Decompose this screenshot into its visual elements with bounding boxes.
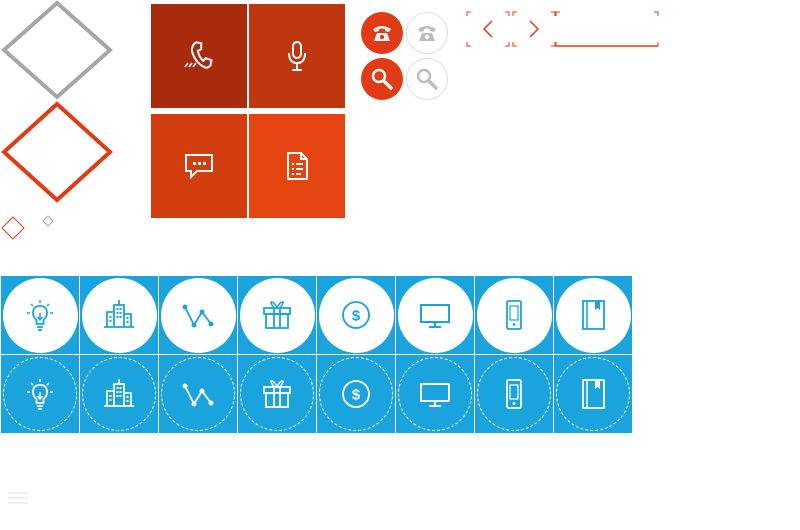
phone-device-icon [506,379,522,409]
chevron-right-icon [529,20,540,38]
dashed-circle-badge [3,357,77,431]
lightbulb-icon [27,300,53,331]
small-orange-diamond [1,216,25,240]
phone-icon [418,26,436,41]
phone-icon [184,41,213,69]
monitor-tile-dashed[interactable] [396,355,474,433]
circle-badge [397,277,473,353]
building-icon [104,379,134,407]
phone-device-tile-dashed[interactable] [475,355,553,433]
dashed-circle-badge [477,357,551,431]
circle-badge [2,277,78,353]
large-orange-diamond [1,101,113,203]
circle-badge [239,277,315,353]
line-graph-icon [182,383,214,407]
dollar-icon: $ [342,301,370,329]
gift-tile-dashed[interactable] [238,355,316,433]
chat-icon [185,154,213,180]
book-icon [582,379,605,409]
lightbulb-tile-solid[interactable] [1,276,79,354]
search-button-active[interactable] [361,58,403,100]
menu-line [8,497,28,499]
monitor-icon [420,304,450,328]
phone-button-inactive[interactable] [406,12,448,54]
gift-icon [263,301,291,329]
circle-badge [81,277,157,353]
book-tile-dashed[interactable] [554,355,632,433]
tile-phone[interactable] [151,4,247,108]
circle-badge: $ [318,277,394,353]
phone-button-active[interactable] [361,12,403,54]
monitor-tile-solid[interactable] [396,276,474,354]
lightbulb-tile-dashed[interactable] [1,355,79,433]
dashed-circle-badge: $ [319,357,393,431]
document-icon [287,152,308,180]
dashed-circle-badge [161,357,235,431]
previous-button[interactable] [466,11,510,47]
tile-document[interactable] [249,114,345,218]
building-tile-dashed[interactable] [80,355,158,433]
tile-microphone[interactable] [249,4,345,108]
large-gray-diamond [0,0,114,100]
phone-icon [373,26,391,41]
dollar-tile-dashed[interactable]: $ [317,355,395,433]
phone-device-tile-solid[interactable] [475,276,553,354]
hamburger-menu-icon[interactable] [8,490,28,506]
dashed-circle-badge [556,357,630,431]
book-tile-solid[interactable] [554,276,632,354]
phone-device-icon [506,300,522,330]
input-frame [555,11,659,47]
svg-text:$: $ [352,308,361,325]
svg-text:$: $ [352,387,361,404]
search-icon [416,68,438,90]
graph-tile-dashed[interactable] [159,355,237,433]
dashed-circle-badge [82,357,156,431]
building-icon [104,300,134,328]
monitor-icon [420,383,450,407]
microphone-icon [288,41,306,71]
dashed-circle-badge [240,357,314,431]
dashed-circle-badge [398,357,472,431]
menu-line [8,492,28,494]
chevron-left-icon [482,20,493,38]
search-button-inactive[interactable] [406,58,448,100]
circle-badge [555,277,631,353]
line-graph-icon [182,304,214,328]
tile-chat[interactable] [151,114,247,218]
circle-badge [476,277,552,353]
graph-tile-solid[interactable] [159,276,237,354]
text-input-field[interactable] [555,11,659,47]
gift-tile-solid[interactable] [238,276,316,354]
building-tile-solid[interactable] [80,276,158,354]
dollar-icon: $ [342,380,370,408]
book-icon [582,300,605,330]
dollar-tile-solid[interactable]: $ [317,276,395,354]
tiny-gray-diamond [42,215,54,227]
lightbulb-icon [27,379,53,410]
next-button[interactable] [512,11,556,47]
search-icon [371,68,393,90]
circle-badge [160,277,236,353]
menu-line [8,502,28,504]
diamond-outlines [0,0,114,240]
gift-icon [263,380,291,408]
